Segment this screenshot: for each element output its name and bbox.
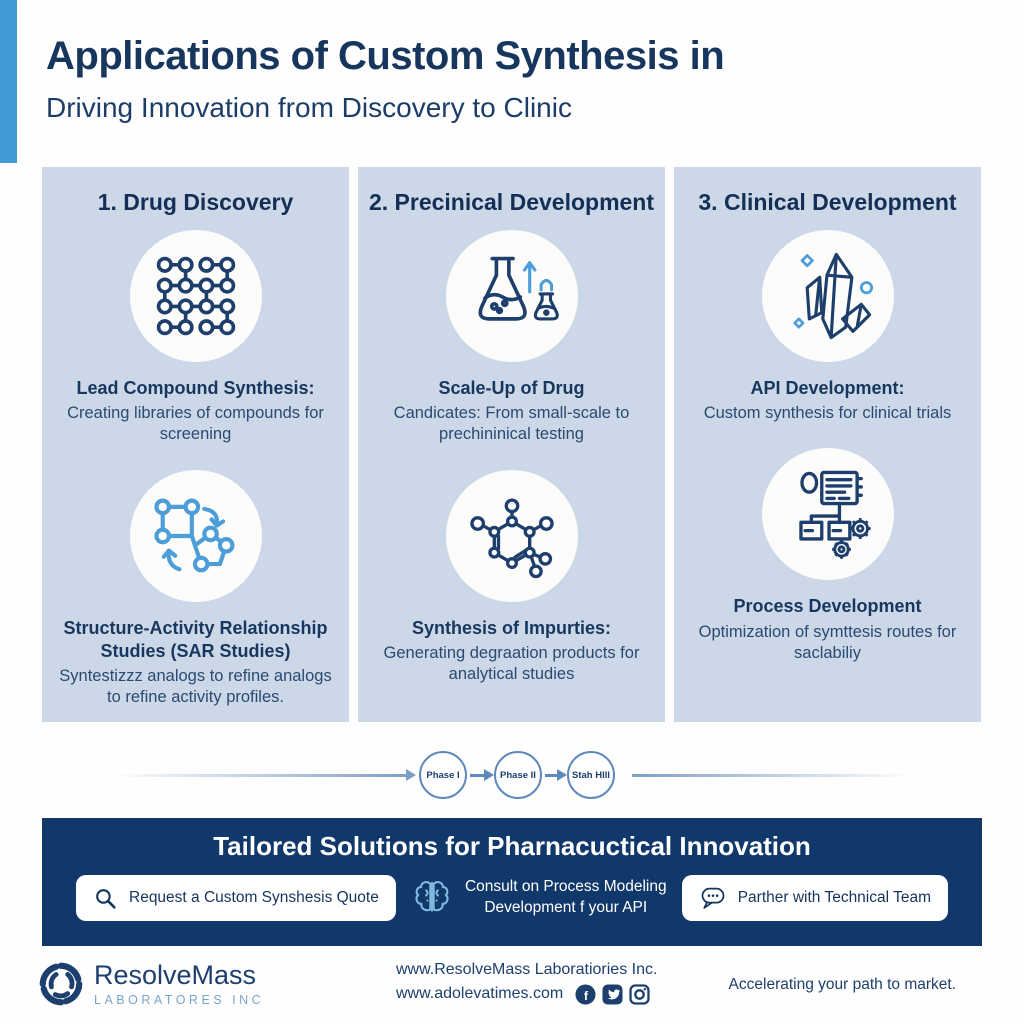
button-label: Request a Custom Synshesis Quote bbox=[129, 889, 379, 906]
item-title: Process Development bbox=[733, 596, 922, 617]
svg-text:f: f bbox=[584, 988, 589, 1002]
phase-timeline: Phase I Phase II Stah HIll bbox=[0, 748, 1024, 804]
item-description: Optimization of symttesis routes for sac… bbox=[698, 622, 957, 662]
arrow-right-icon bbox=[406, 769, 416, 781]
footer-tagline: Accelerating your path to market. bbox=[728, 976, 956, 993]
banner-title: Tailored Solutions for Pharnacuctical In… bbox=[213, 831, 811, 861]
column-panel-drug-discovery: 1. Drug Discovery Lead Compound Synthesi bbox=[42, 167, 349, 722]
item-description: Generating degraation products for analy… bbox=[383, 643, 640, 684]
partner-team-button[interactable]: Parther with Technical Team bbox=[681, 875, 948, 921]
cta-banner: Tailored Solutions for Pharnacuctical In… bbox=[42, 818, 982, 946]
timeline-line bbox=[470, 774, 484, 777]
process-flowchart-gears-icon bbox=[798, 471, 871, 560]
brand-text: ResolveMass LABORATORES INC bbox=[94, 960, 264, 1007]
icon-circle bbox=[761, 448, 894, 581]
phase-label: Stah HIll bbox=[571, 769, 610, 781]
icon-circle bbox=[445, 469, 578, 602]
brain-icon bbox=[415, 881, 449, 912]
phase-circle: Phase I bbox=[419, 751, 467, 799]
brand-name: ResolveMass bbox=[94, 960, 257, 990]
request-quote-button[interactable]: Request a Custom Synshesis Quote bbox=[76, 875, 396, 921]
banner-mid-label: Consult on Process Modeling Development … bbox=[464, 878, 667, 916]
facebook-icon[interactable]: f bbox=[575, 983, 596, 1005]
social-icons: f bbox=[575, 983, 650, 1005]
stage-columns: 1. Drug Discovery Lead Compound Synthesi bbox=[42, 167, 982, 722]
item-title: Lead Compound Synthesis: bbox=[76, 378, 315, 398]
banner-actions: Request a Custom Synshesis Quote Consult… bbox=[42, 875, 982, 921]
chat-icon bbox=[701, 887, 725, 909]
website-line2: www.adolevatimes.com bbox=[396, 985, 564, 1002]
phase-label: Phase I bbox=[426, 769, 460, 781]
column-heading: 2. Precinical Development bbox=[368, 189, 655, 215]
item-title: API Development: bbox=[750, 378, 905, 398]
arrow-right-icon bbox=[557, 769, 567, 781]
timeline-line bbox=[632, 774, 912, 777]
column-panel-clinical-development: 3. Clinical Development bbox=[674, 167, 981, 722]
page-title: Applications of Custom Synthesis in bbox=[46, 34, 725, 78]
crystal-icon bbox=[792, 252, 873, 340]
footer-links: www.ResolveMass Laboratiories Inc. www.a… bbox=[396, 958, 657, 1006]
phase-label: Phase II bbox=[500, 769, 536, 781]
page-subtitle: Driving Innovation from Discovery to Cli… bbox=[46, 92, 572, 123]
hexagon-molecule-icon bbox=[469, 498, 554, 579]
twitter-icon[interactable] bbox=[602, 983, 623, 1005]
consult-process-item[interactable]: Consult on Process Modeling Development … bbox=[411, 877, 667, 919]
header: Applications of Custom Synthesis in Driv… bbox=[46, 34, 725, 124]
phase-circle: Stah HIll bbox=[567, 751, 615, 799]
icon-circle bbox=[761, 230, 894, 362]
phase-circle: Phase II bbox=[494, 751, 542, 799]
left-accent-bar bbox=[0, 0, 17, 163]
item-title: Scale-Up of Drug bbox=[438, 378, 585, 398]
timeline-line bbox=[545, 774, 557, 777]
column-panel-preclinical-development: 2. Precinical Development bbox=[358, 167, 665, 722]
item-description: Syntestizzz analogs to refine analogs to… bbox=[59, 666, 332, 707]
molecule-lattice-icon bbox=[156, 256, 235, 336]
item-title: Synthesis of Impurties: bbox=[411, 617, 612, 638]
icon-circle bbox=[445, 230, 578, 362]
sar-cycle-molecule-icon bbox=[153, 498, 234, 573]
item-description: Candicates: From small-scale to prechini… bbox=[393, 404, 630, 444]
column-heading: 1. Drug Discovery bbox=[97, 189, 294, 215]
item-description: Creating libraries of compounds for scre… bbox=[67, 404, 324, 444]
timeline-line bbox=[112, 774, 406, 777]
icon-circle bbox=[129, 469, 262, 602]
arrow-right-icon bbox=[484, 769, 494, 781]
icon-circle bbox=[129, 230, 262, 362]
swirl-logo-icon bbox=[39, 962, 83, 1005]
search-icon bbox=[96, 888, 116, 909]
item-description: Custom synthesis for clinical trials bbox=[703, 404, 952, 423]
column-heading: 3. Clinical Development bbox=[698, 189, 957, 215]
item-title: Structure-Activity Relationship Studies … bbox=[63, 617, 328, 661]
scale-up-flasks-icon bbox=[478, 256, 559, 321]
button-label: Parther with Technical Team bbox=[737, 889, 931, 906]
website-line1: www.ResolveMass Laboratiories Inc. bbox=[396, 961, 658, 978]
brand-subtitle: LABORATORES INC bbox=[94, 993, 265, 1007]
instagram-icon[interactable] bbox=[629, 983, 650, 1005]
brand-logo: ResolveMass LABORATORES INC bbox=[38, 960, 264, 1007]
